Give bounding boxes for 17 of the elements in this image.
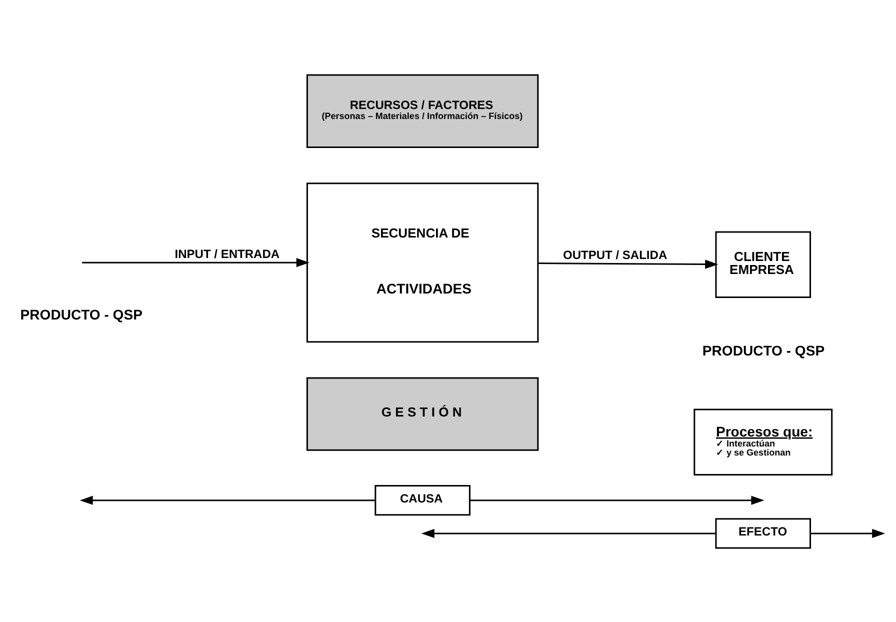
node-box: G E S T I Ó N [306,376,539,450]
arrow [421,528,716,538]
node-box: EFECTO [715,518,812,548]
label: PRODUCTO - QSP [702,342,825,358]
node-box: CAUSA [374,484,470,516]
edge-label: INPUT / ENTRADA [174,246,280,261]
arrow [80,495,376,504]
arrow [470,495,764,504]
arrow [810,528,886,538]
arrow [538,259,718,268]
node-box: CLIENTE EMPRESA [715,230,812,298]
edge-label: OUTPUT / SALIDA [563,248,668,262]
node-box: SECUENCIA DE ACTIVIDADES [306,182,539,342]
arrow [82,258,310,267]
node-box: RECURSOS / FACTORES (Personas – Materiales / Información – Físicos) [306,74,539,148]
node-box: Procesos que: ✓ Interactúan ✓ y se Gestionan [694,408,833,476]
label: PRODUCTO - QSP [20,306,142,322]
